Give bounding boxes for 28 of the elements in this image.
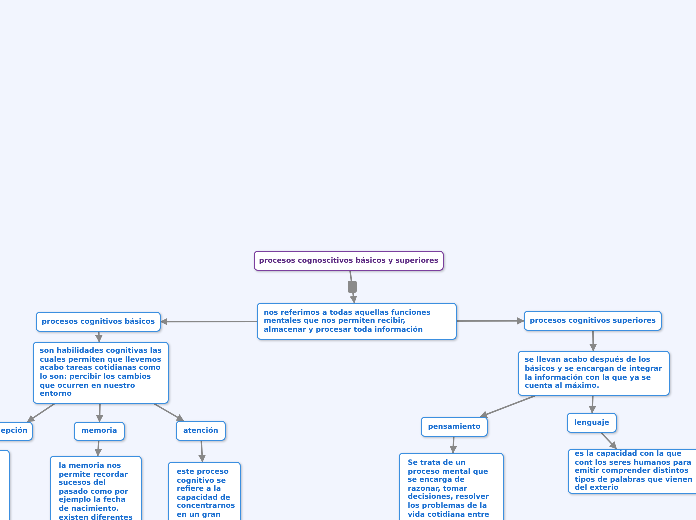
topic-box [254, 251, 444, 271]
topic-box [421, 417, 488, 437]
topic-box [399, 453, 504, 520]
topic-box [74, 422, 125, 441]
topic-box [50, 456, 142, 520]
arrow [350, 270, 358, 304]
arrow [94, 440, 102, 457]
topic-box [176, 421, 226, 441]
arrow [96, 404, 104, 423]
topic-box [518, 351, 670, 396]
topic-box [257, 303, 457, 340]
arrow [95, 332, 103, 343]
topic-box [0, 422, 33, 441]
arrow [450, 436, 458, 454]
arrow [160, 318, 257, 326]
arrow [457, 317, 525, 325]
topic-box [33, 342, 169, 404]
topic-box [168, 462, 241, 520]
arrow [600, 432, 618, 450]
arrow [480, 395, 536, 418]
arrow [198, 440, 206, 463]
arrow [590, 330, 598, 352]
topic-box [36, 312, 161, 332]
arrow [27, 403, 56, 423]
topic-box [567, 413, 617, 433]
topic-box [524, 311, 662, 331]
arrow [588, 396, 596, 414]
arrow [154, 403, 184, 422]
